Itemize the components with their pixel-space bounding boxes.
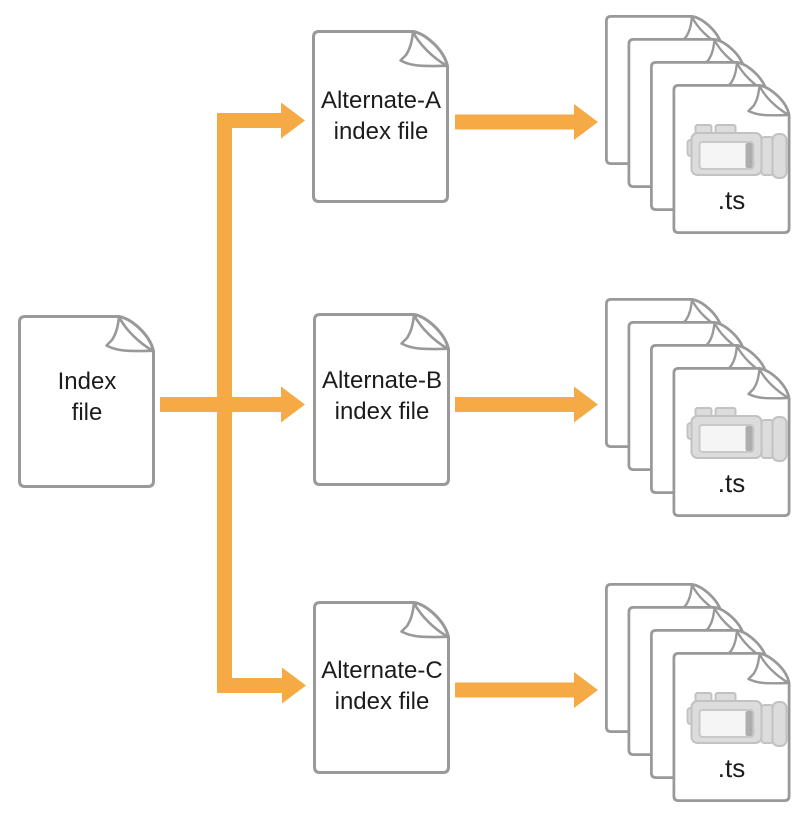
ts-stack-a bbox=[605, 15, 791, 234]
connector-arrows bbox=[160, 102, 598, 708]
arrow-branch-to-alternate-c bbox=[217, 667, 306, 704]
ts-stack-b bbox=[605, 298, 791, 517]
arrow-alternate-a-to-ts bbox=[455, 104, 598, 140]
alternate-b-doc bbox=[313, 313, 450, 486]
arrow-index-to-alternate-b bbox=[160, 386, 305, 423]
arrow-alternate-c-to-ts bbox=[455, 672, 598, 708]
ts-stack-c bbox=[605, 583, 791, 802]
alternate-c-doc bbox=[313, 601, 450, 774]
arrow-branch-to-alternate-a bbox=[217, 102, 305, 139]
alternate-a-doc bbox=[312, 30, 449, 203]
index-file-doc bbox=[18, 315, 155, 488]
arrow-alternate-b-to-ts bbox=[455, 386, 598, 423]
